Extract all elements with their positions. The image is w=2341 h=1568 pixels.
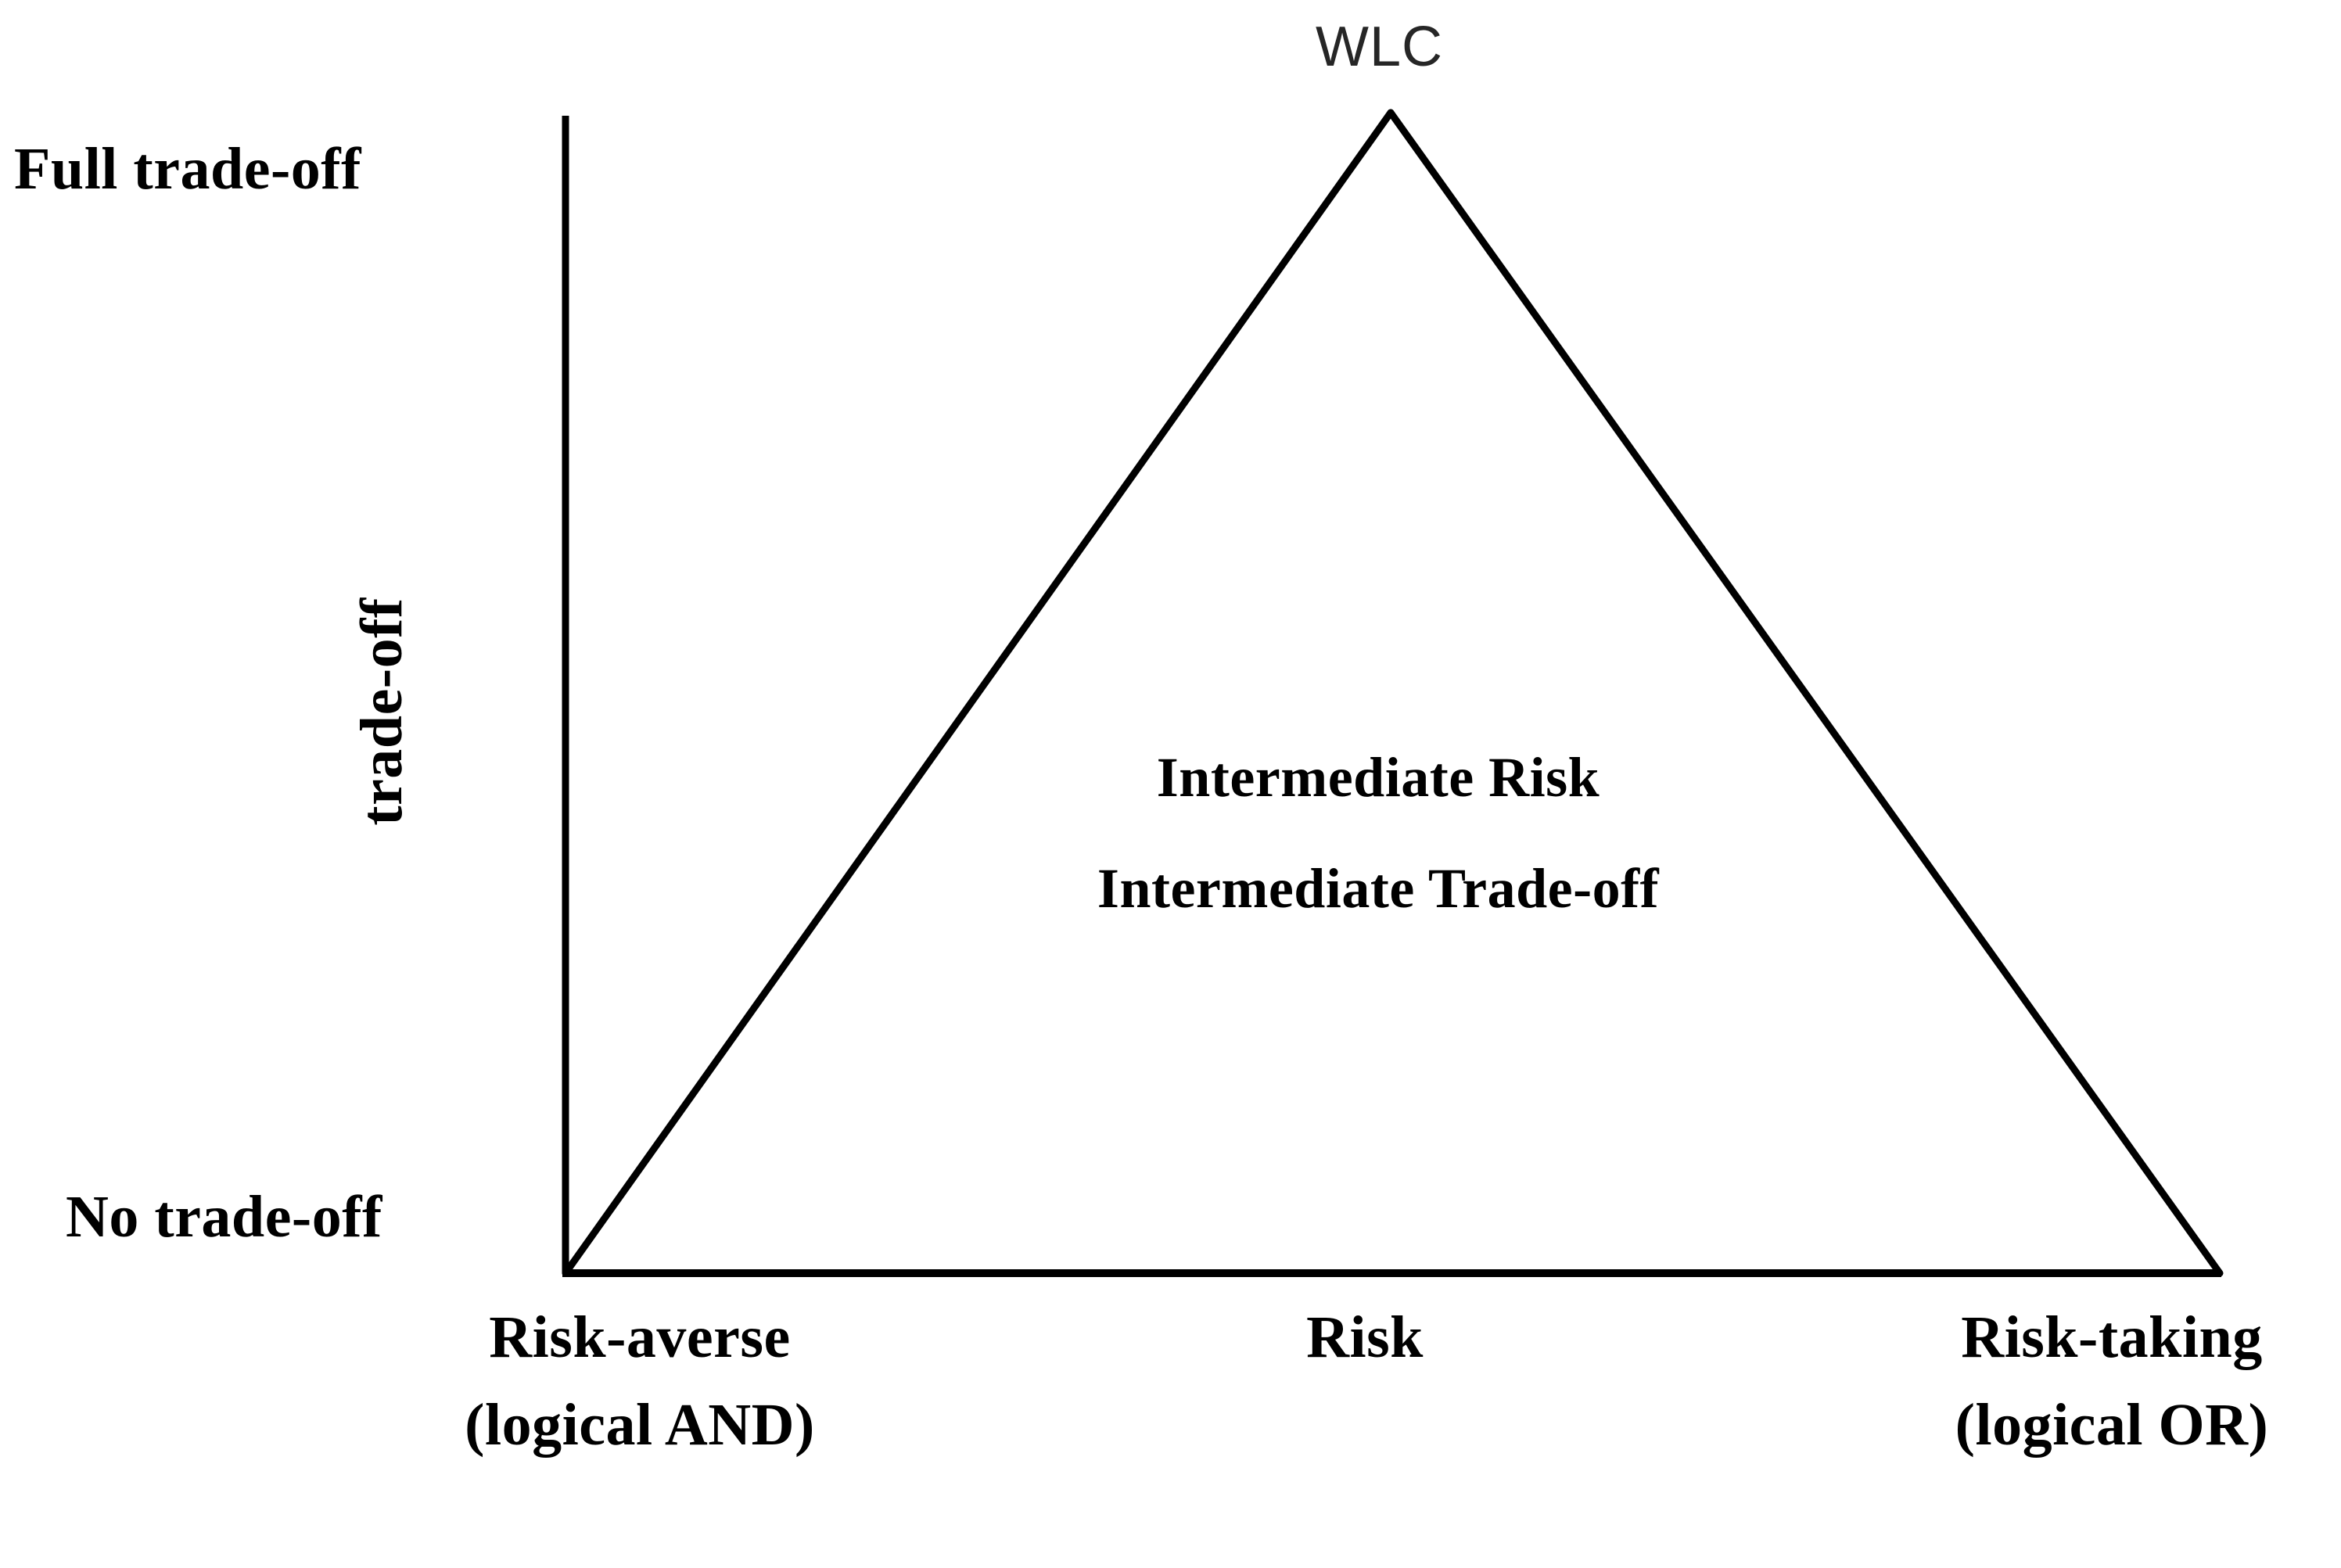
interior-annotation-line2: Intermediate Trade-off: [1097, 857, 1660, 920]
x-axis-label-risk-averse: Risk-averse (logical AND): [364, 1308, 915, 1455]
interior-annotation: Intermediate Risk Intermediate Trade-off: [909, 749, 1847, 917]
y-axis-top-label: Full trade-off: [14, 136, 361, 202]
x-axis-label-risk-averse-line2: (logical AND): [465, 1392, 815, 1458]
triangle-left-edge: [562, 109, 1395, 1277]
x-axis-title-risk: Risk: [1208, 1308, 1521, 1367]
x-axis-label-risk-taking-line1: Risk-taking: [1961, 1304, 2263, 1370]
triangle-right-edge: [1387, 109, 2224, 1277]
apex-label-wlc: WLC: [1316, 16, 1443, 78]
x-axis-title-risk-line1: Risk: [1306, 1304, 1424, 1370]
y-axis-title: trade-off: [349, 597, 415, 826]
x-axis-label-risk-taking: Risk-taking (logical OR): [1885, 1308, 2339, 1455]
x-axis-label-risk-taking-line2: (logical OR): [1955, 1392, 2269, 1458]
interior-annotation-line1: Intermediate Risk: [1156, 746, 1600, 809]
y-axis-bottom-label: No trade-off: [66, 1184, 382, 1250]
x-axis-label-risk-averse-line1: Risk-averse: [489, 1304, 791, 1370]
